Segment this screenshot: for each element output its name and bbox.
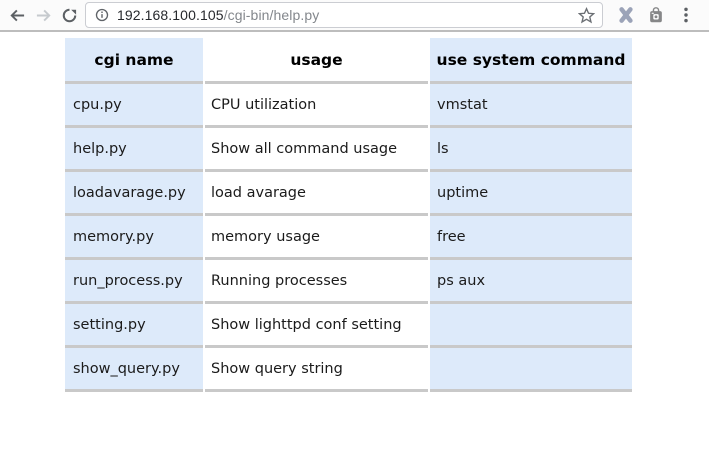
address-bar[interactable]: 192.168.100.105/cgi-bin/help.py (85, 2, 603, 28)
refresh-button[interactable] (61, 7, 78, 24)
shopping-bag-extension-icon[interactable] (647, 6, 665, 24)
back-icon (10, 9, 25, 21)
cell-command: ls (430, 128, 632, 172)
page-info-icon[interactable] (95, 8, 109, 22)
table-row-help: help.py Show all command usage ls (65, 128, 632, 172)
cell-usage: load avarage (205, 172, 428, 216)
forward-icon (36, 9, 51, 21)
table-row-memory: memory.py memory usage free (65, 216, 632, 260)
avast-logo-icon (619, 7, 633, 23)
refresh-icon (62, 8, 77, 22)
browser-menu-button[interactable] (677, 6, 695, 24)
cgi-help-table: cgi name usage use system command cpu.py… (63, 38, 634, 392)
cell-command: ps aux (430, 260, 632, 304)
col-header-cgi-name: cgi name (65, 38, 203, 84)
cell-command: free (430, 216, 632, 260)
cell-command: uptime (430, 172, 632, 216)
three-dots-menu-icon (684, 7, 688, 23)
cell-usage: Show query string (205, 348, 428, 392)
col-header-use-system-command: use system command (430, 38, 632, 84)
table-row-loadavarage: loadavarage.py load avarage uptime (65, 172, 632, 216)
table-row-show-query: show_query.py Show query string (65, 348, 632, 392)
bookmark-star-icon[interactable] (578, 6, 595, 24)
col-header-usage: usage (205, 38, 428, 84)
table-row-run-process: run_process.py Running processes ps aux (65, 260, 632, 304)
cell-cgi-name: show_query.py (65, 348, 203, 392)
cell-usage: Show lighttpd conf setting (205, 304, 428, 348)
browser-toolbar: 192.168.100.105/cgi-bin/help.py (0, 0, 709, 32)
page-content: cgi name usage use system command cpu.py… (0, 38, 709, 392)
cell-command (430, 304, 632, 348)
table-row-cpu: cpu.py CPU utilization vmstat (65, 84, 632, 128)
cell-cgi-name: memory.py (65, 216, 203, 260)
cell-usage: Show all command usage (205, 128, 428, 172)
cell-cgi-name: run_process.py (65, 260, 203, 304)
cell-usage: memory usage (205, 216, 428, 260)
cell-cgi-name: loadavarage.py (65, 172, 203, 216)
avast-extension-icon[interactable] (616, 5, 636, 25)
cell-command: vmstat (430, 84, 632, 128)
table-row-setting: setting.py Show lighttpd conf setting (65, 304, 632, 348)
url-path: /cgi-bin/help.py (223, 7, 320, 23)
cell-usage: Running processes (205, 260, 428, 304)
cell-cgi-name: setting.py (65, 304, 203, 348)
cell-cgi-name: help.py (65, 128, 203, 172)
url-text: 192.168.100.105/cgi-bin/help.py (117, 7, 578, 23)
back-button[interactable] (9, 7, 26, 24)
url-host: 192.168.100.105 (117, 7, 224, 23)
cell-usage: CPU utilization (205, 84, 428, 128)
cell-command (430, 348, 632, 392)
cell-cgi-name: cpu.py (65, 84, 203, 128)
table-header-row: cgi name usage use system command (65, 38, 632, 84)
shopping-bag-icon (650, 7, 662, 23)
forward-button[interactable] (35, 7, 52, 24)
